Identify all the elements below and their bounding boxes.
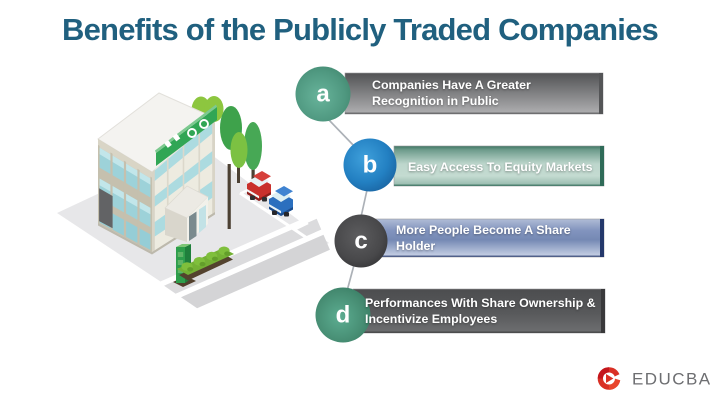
svg-text:a: a [316,81,330,108]
svg-text:c: c [354,228,367,255]
svg-text:d: d [336,302,351,329]
svg-text:b: b [363,152,378,179]
svg-text:EDUCBA: EDUCBA [632,370,712,389]
